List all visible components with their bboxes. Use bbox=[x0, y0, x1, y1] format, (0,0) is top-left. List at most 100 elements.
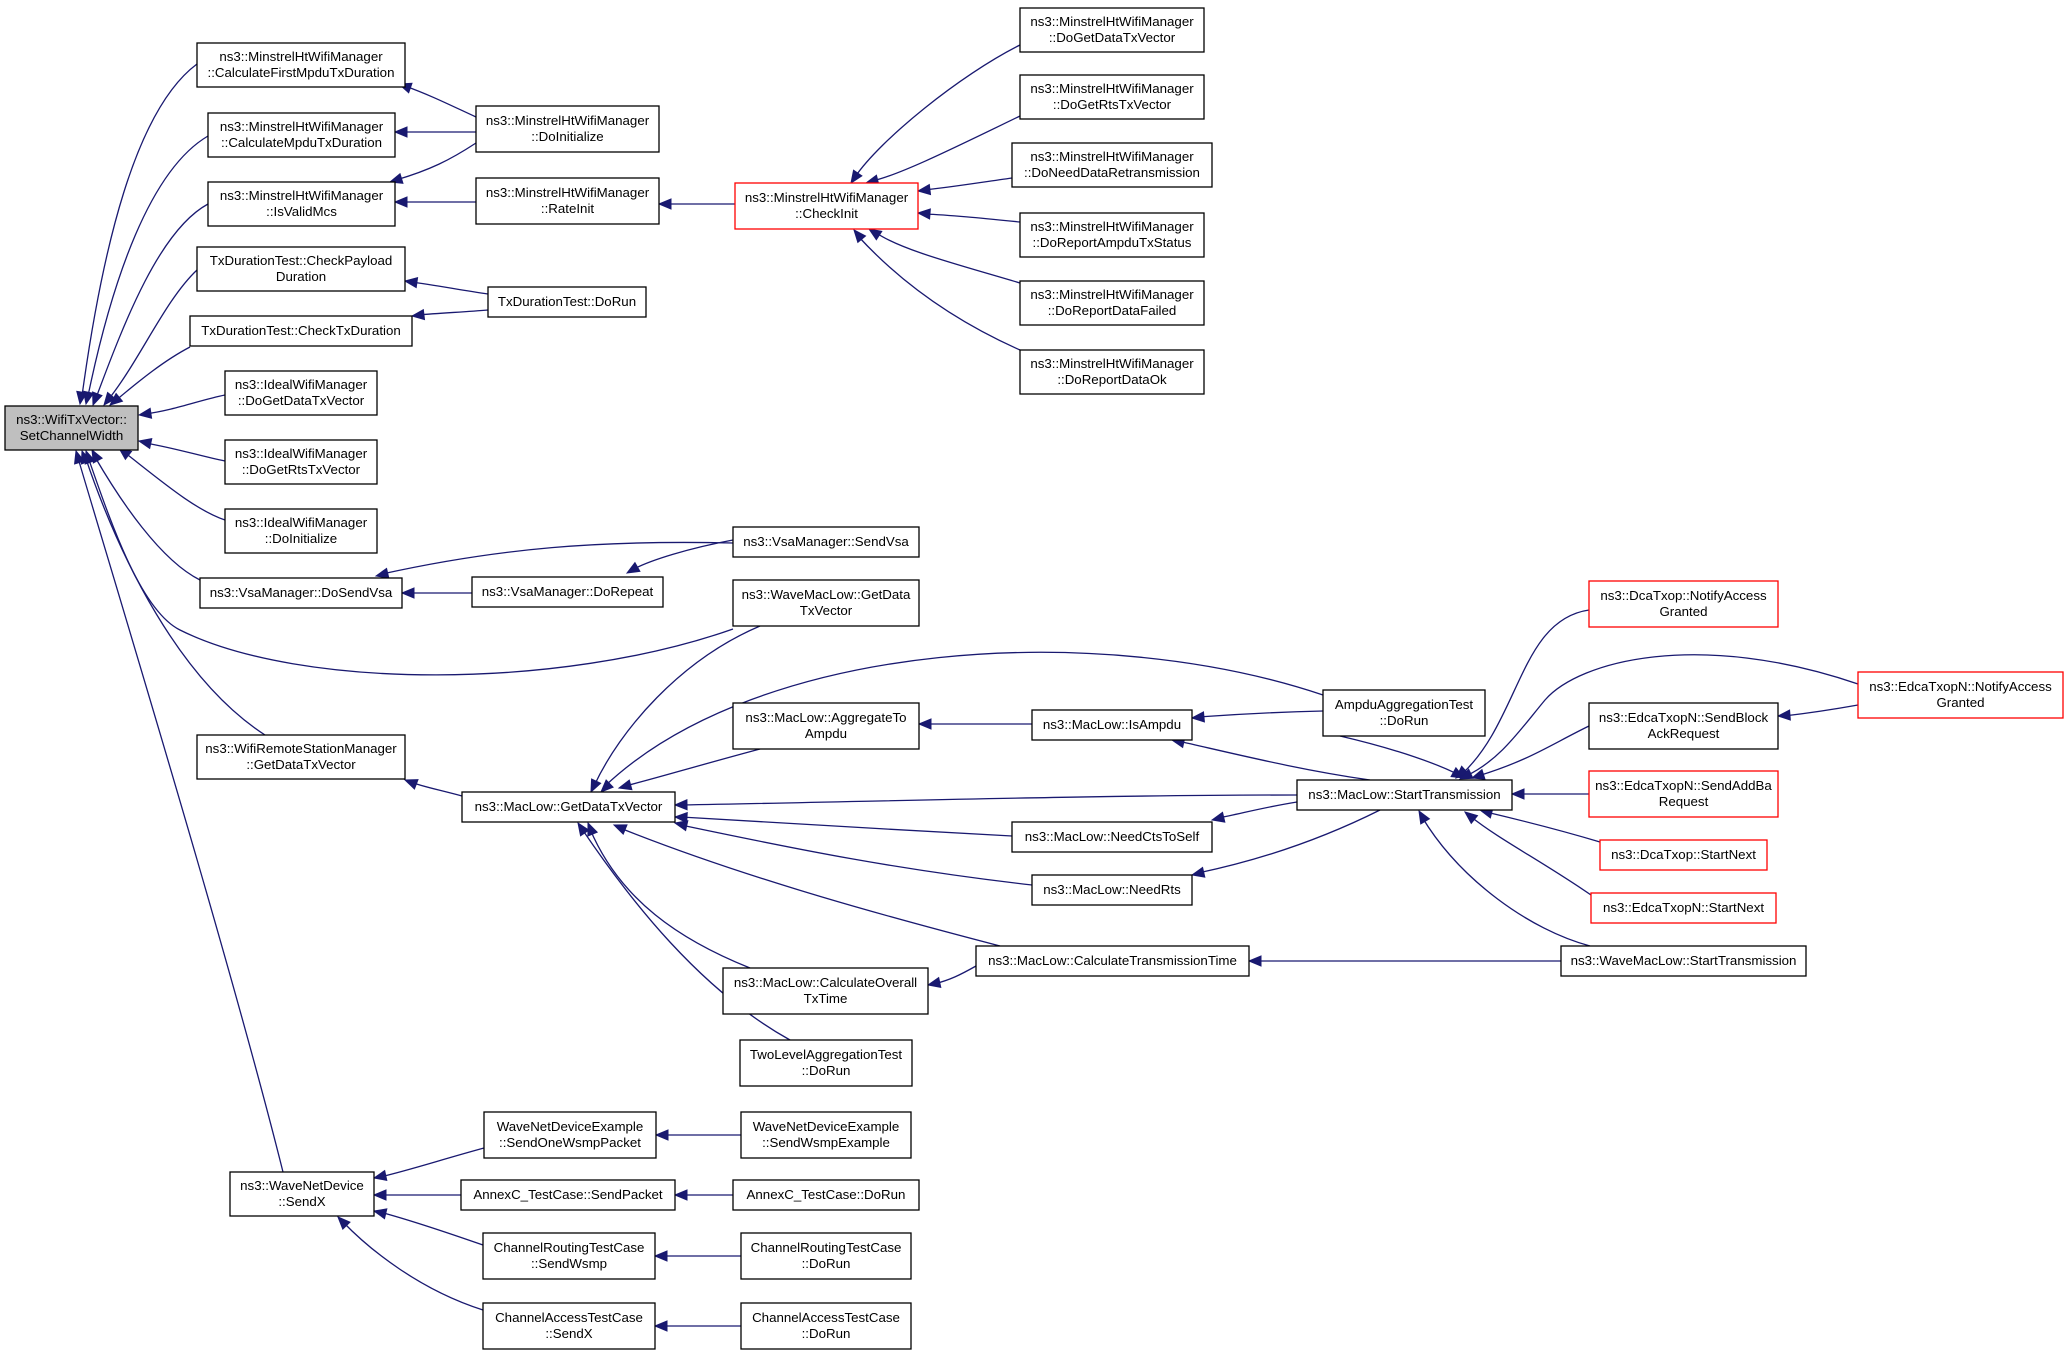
node-calcTxTime[interactable]: ns3::MacLow::CalculateTransmissionTime bbox=[975, 945, 1250, 977]
node-mhDataOk[interactable]: ns3::MinstrelHtWifiManager::DoReportData… bbox=[1019, 349, 1205, 395]
node-annexDoRun[interactable]: AnnexC_TestCase::DoRun bbox=[732, 1179, 920, 1211]
arrowhead bbox=[1776, 709, 1791, 721]
node-box bbox=[1322, 689, 1486, 737]
node-chAccDoRun[interactable]: ChannelAccessTestCase::DoRun bbox=[740, 1302, 912, 1350]
node-label: TxDurationTest::DoRun bbox=[498, 294, 636, 309]
edge-idealData-to-root bbox=[137, 394, 226, 419]
edge-line bbox=[95, 203, 209, 399]
edge-sendOneWsmp-to-sendX bbox=[372, 1147, 485, 1182]
node-isValidMcs[interactable]: ns3::MinstrelHtWifiManager::IsValidMcs bbox=[207, 181, 396, 227]
edge-startTx-to-macGetData bbox=[673, 794, 1298, 811]
node-label: ns3::MinstrelHtWifiManager bbox=[220, 119, 384, 134]
node-needCts[interactable]: ns3::MacLow::NeedCtsToSelf bbox=[1011, 821, 1213, 853]
node-mhDataFailed[interactable]: ns3::MinstrelHtWifiManager::DoReportData… bbox=[1019, 280, 1205, 326]
edge-line bbox=[923, 177, 1013, 191]
node-label: ns3::WifiRemoteStationManager bbox=[205, 741, 397, 756]
node-label: ns3::MacLow::AggregateTo bbox=[745, 710, 906, 725]
node-label: ::DoInitialize bbox=[531, 129, 603, 144]
node-txDurDoRun[interactable]: TxDurationTest::DoRun bbox=[487, 286, 647, 318]
node-label: ::DoGetDataTxVector bbox=[1049, 30, 1176, 45]
node-box bbox=[196, 42, 406, 88]
node-startTx[interactable]: ns3::MacLow::StartTransmission bbox=[1296, 779, 1513, 811]
node-needRts[interactable]: ns3::MacLow::NeedRts bbox=[1031, 874, 1193, 906]
node-twoLevel[interactable]: TwoLevelAggregationTest::DoRun bbox=[739, 1039, 913, 1087]
node-remoteGetData[interactable]: ns3::WifiRemoteStationManager::GetDataTx… bbox=[196, 734, 406, 780]
edge-startTx-to-needCts bbox=[1210, 801, 1298, 823]
node-checkInit[interactable]: ns3::MinstrelHtWifiManager::CheckInit bbox=[734, 182, 919, 230]
node-label: TxDurationTest::CheckTxDuration bbox=[201, 323, 401, 338]
node-calcMpdu[interactable]: ns3::MinstrelHtWifiManager::CalculateMpd… bbox=[207, 112, 396, 158]
node-box bbox=[224, 439, 378, 485]
node-label: ::DoInitialize bbox=[265, 531, 337, 546]
node-label: ns3::MacLow::IsAmpdu bbox=[1043, 717, 1181, 732]
node-root[interactable]: ns3::WifiTxVector::SetChannelWidth bbox=[4, 405, 139, 451]
node-label: ns3::IdealWifiManager bbox=[235, 377, 368, 392]
node-waveStartTx[interactable]: ns3::WaveMacLow::StartTransmission bbox=[1560, 945, 1807, 977]
node-label: ::DoRun bbox=[802, 1063, 851, 1078]
node-calcFirst[interactable]: ns3::MinstrelHtWifiManager::CalculateFir… bbox=[196, 42, 406, 88]
arrowhead bbox=[1247, 955, 1262, 967]
edge-line bbox=[589, 828, 751, 969]
node-sendVsa[interactable]: ns3::VsaManager::SendVsa bbox=[732, 526, 920, 558]
node-dcaStartNext[interactable]: ns3::DcaTxop::StartNext bbox=[1599, 839, 1768, 871]
arrowhead bbox=[137, 437, 153, 450]
node-chAccSendX[interactable]: ChannelAccessTestCase::SendX bbox=[482, 1302, 656, 1350]
node-chRoutWsmp[interactable]: ChannelRoutingTestCase::SendWsmp bbox=[482, 1232, 656, 1280]
node-ampduTest[interactable]: AmpduAggregationTest::DoRun bbox=[1322, 689, 1486, 737]
node-waveGetData[interactable]: ns3::WaveMacLow::GetDataTxVector bbox=[732, 579, 920, 627]
edge-sendVsa-to-doRepeat bbox=[625, 539, 734, 574]
edge-mhDoInit-to-calcMpdu bbox=[393, 126, 476, 138]
node-checkTxDur[interactable]: TxDurationTest::CheckTxDuration bbox=[189, 315, 413, 347]
node-idealData[interactable]: ns3::IdealWifiManager::DoGetDataTxVector bbox=[224, 370, 378, 416]
edge-mhDoInit-to-calcFirst bbox=[397, 82, 477, 118]
node-isAmpdu[interactable]: ns3::MacLow::IsAmpdu bbox=[1031, 709, 1193, 741]
edge-needRts-to-macGetData bbox=[673, 820, 1033, 886]
arrowhead bbox=[410, 308, 426, 321]
node-label: AnnexC_TestCase::DoRun bbox=[747, 1187, 906, 1202]
node-sendX[interactable]: ns3::WaveNetDevice::SendX bbox=[229, 1171, 375, 1217]
node-idealInit[interactable]: ns3::IdealWifiManager::DoInitialize bbox=[224, 508, 378, 554]
node-box bbox=[483, 1111, 657, 1159]
arrowhead bbox=[1470, 768, 1486, 780]
node-mhAmpduStatus[interactable]: ns3::MinstrelHtWifiManager::DoReportAmpd… bbox=[1019, 212, 1205, 258]
node-label: AnnexC_TestCase::SendPacket bbox=[473, 1187, 663, 1202]
edge-line bbox=[404, 85, 477, 118]
node-chRoutDoRun[interactable]: ChannelRoutingTestCase::DoRun bbox=[740, 1232, 912, 1280]
arrowhead bbox=[673, 1189, 688, 1201]
node-box bbox=[1019, 7, 1205, 53]
edge-chAccDoRun-to-chAccSendX bbox=[653, 1320, 741, 1332]
node-macGetData[interactable]: ns3::MacLow::GetDataTxVector bbox=[461, 791, 676, 823]
node-doSendVsa[interactable]: ns3::VsaManager::DoSendVsa bbox=[199, 577, 403, 609]
arrowhead bbox=[673, 811, 688, 824]
arrowhead bbox=[612, 824, 628, 836]
arrowhead bbox=[850, 169, 863, 185]
arrowhead bbox=[108, 392, 124, 406]
node-sendOneWsmp[interactable]: WaveNetDeviceExample::SendOneWsmpPacket bbox=[483, 1111, 657, 1159]
node-box bbox=[482, 1232, 656, 1280]
node-box bbox=[207, 112, 396, 158]
node-box bbox=[1019, 280, 1205, 326]
node-label: ::DoRun bbox=[802, 1326, 851, 1341]
node-rateInit[interactable]: ns3::MinstrelHtWifiManager::RateInit bbox=[475, 177, 660, 225]
node-edcaStartNext[interactable]: ns3::EdcaTxopN::StartNext bbox=[1590, 892, 1777, 924]
node-mhGetRts[interactable]: ns3::MinstrelHtWifiManager::DoGetRtsTxVe… bbox=[1019, 74, 1205, 120]
node-mhNeedRetx[interactable]: ns3::MinstrelHtWifiManager::DoNeedDataRe… bbox=[1011, 142, 1213, 188]
node-annexSend[interactable]: AnnexC_TestCase::SendPacket bbox=[460, 1179, 676, 1211]
edge-twoLevel-to-macGetData bbox=[577, 821, 791, 1041]
node-doRepeat[interactable]: ns3::VsaManager::DoRepeat bbox=[471, 576, 664, 608]
node-idealRts[interactable]: ns3::IdealWifiManager::DoGetRtsTxVector bbox=[224, 439, 378, 485]
edge-line bbox=[395, 142, 477, 181]
node-mhDoInit[interactable]: ns3::MinstrelHtWifiManager::DoInitialize bbox=[475, 105, 660, 153]
node-sendWsmpEx[interactable]: WaveNetDeviceExample::SendWsmpExample bbox=[740, 1111, 912, 1159]
edge-line bbox=[857, 235, 1021, 351]
node-mhGetData[interactable]: ns3::MinstrelHtWifiManager::DoGetDataTxV… bbox=[1019, 7, 1205, 53]
edge-waveGetData-to-macGetData bbox=[590, 625, 761, 794]
node-label: ::SendX bbox=[545, 1326, 592, 1341]
